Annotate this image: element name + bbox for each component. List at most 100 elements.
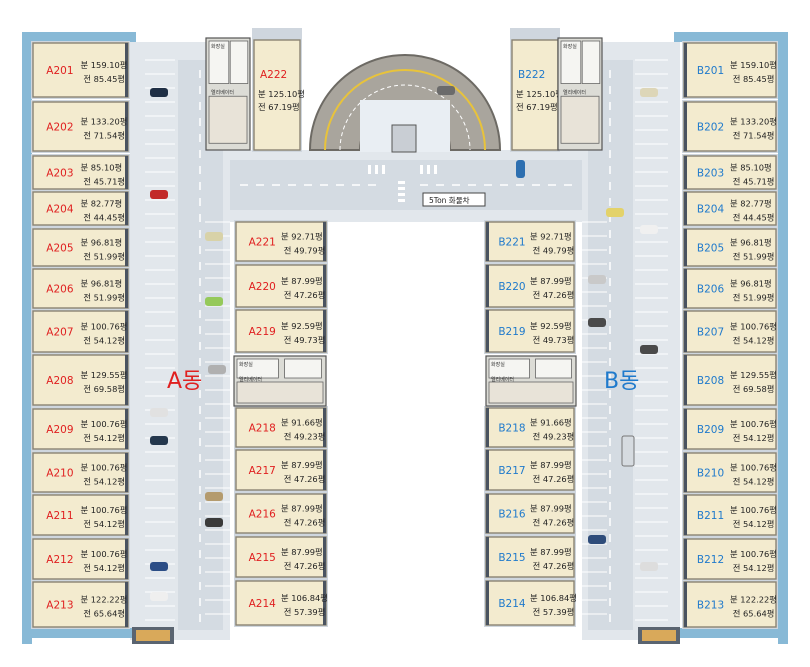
unit-supply-area: 분 92.59평 [530,321,572,331]
unit-code: B214 [498,598,526,610]
unit-exclusive-area: 전 67.19평 [258,102,300,112]
unit-code: A220 [249,281,276,293]
car [205,492,223,501]
unit-code: A205 [46,243,73,255]
unit-supply-area: 분 87.99평 [530,276,572,286]
unit-code: B209 [697,424,724,436]
car [150,408,168,417]
building-label-b: B동 [604,369,639,394]
unit-code: A217 [249,465,276,477]
unit-exclusive-area: 전 45.71평 [83,177,125,187]
unit-exclusive-area: 전 54.12평 [733,563,775,573]
unit-code: A219 [249,326,276,338]
unit-supply-area: 분 92.71평 [281,232,323,242]
unit-code: B204 [697,204,725,216]
car [150,592,168,601]
car [437,86,455,95]
unit-code: B203 [697,168,724,180]
unit-exclusive-area: 전 47.26평 [533,474,575,484]
unit-exclusive-area: 전 44.45평 [733,213,775,223]
unit-supply-area: 분 100.76평 [730,549,777,559]
crosswalk [368,165,437,202]
unit-exclusive-area: 전 47.26평 [284,518,326,528]
core-label-elevator: 엘리베이터 [239,376,262,383]
unit-supply-area: 분 96.81평 [81,238,123,248]
car [150,562,168,571]
unit-exclusive-area: 전 69.58평 [733,384,775,394]
unit-supply-area: 분 87.99평 [281,504,323,514]
unit-exclusive-area: 전 47.26평 [284,290,326,300]
car [205,518,223,527]
unit-supply-area: 분 92.71평 [530,232,572,242]
unit-code: A208 [46,375,73,387]
unit-supply-area: 분 100.76평 [81,549,128,559]
unit-supply-area: 분 106.84평 [530,593,577,603]
unit-exclusive-area: 전 54.12평 [733,433,775,443]
unit-code: A207 [46,327,73,339]
unit-supply-area: 분 100.76평 [81,322,128,332]
unit-exclusive-area: 전 54.12평 [83,433,125,443]
car [150,88,168,97]
unit-exclusive-area: 전 57.39평 [533,607,575,617]
unit-supply-area: 분 96.81평 [730,238,772,248]
core-label-restroom: 화장실 [563,43,577,50]
unit-supply-area: 분 133.20평 [730,117,777,127]
unit-code: B206 [697,284,725,296]
unit-code: A211 [46,510,73,522]
unit-code: B218 [498,423,525,435]
car [640,562,658,571]
unit-code: A206 [46,284,74,296]
unit-supply-area: 분 100.76평 [81,463,128,473]
car [640,225,658,234]
unit-code: B213 [697,600,724,612]
truck-label: 5Ton 화물차 [429,196,470,205]
car [516,160,525,178]
